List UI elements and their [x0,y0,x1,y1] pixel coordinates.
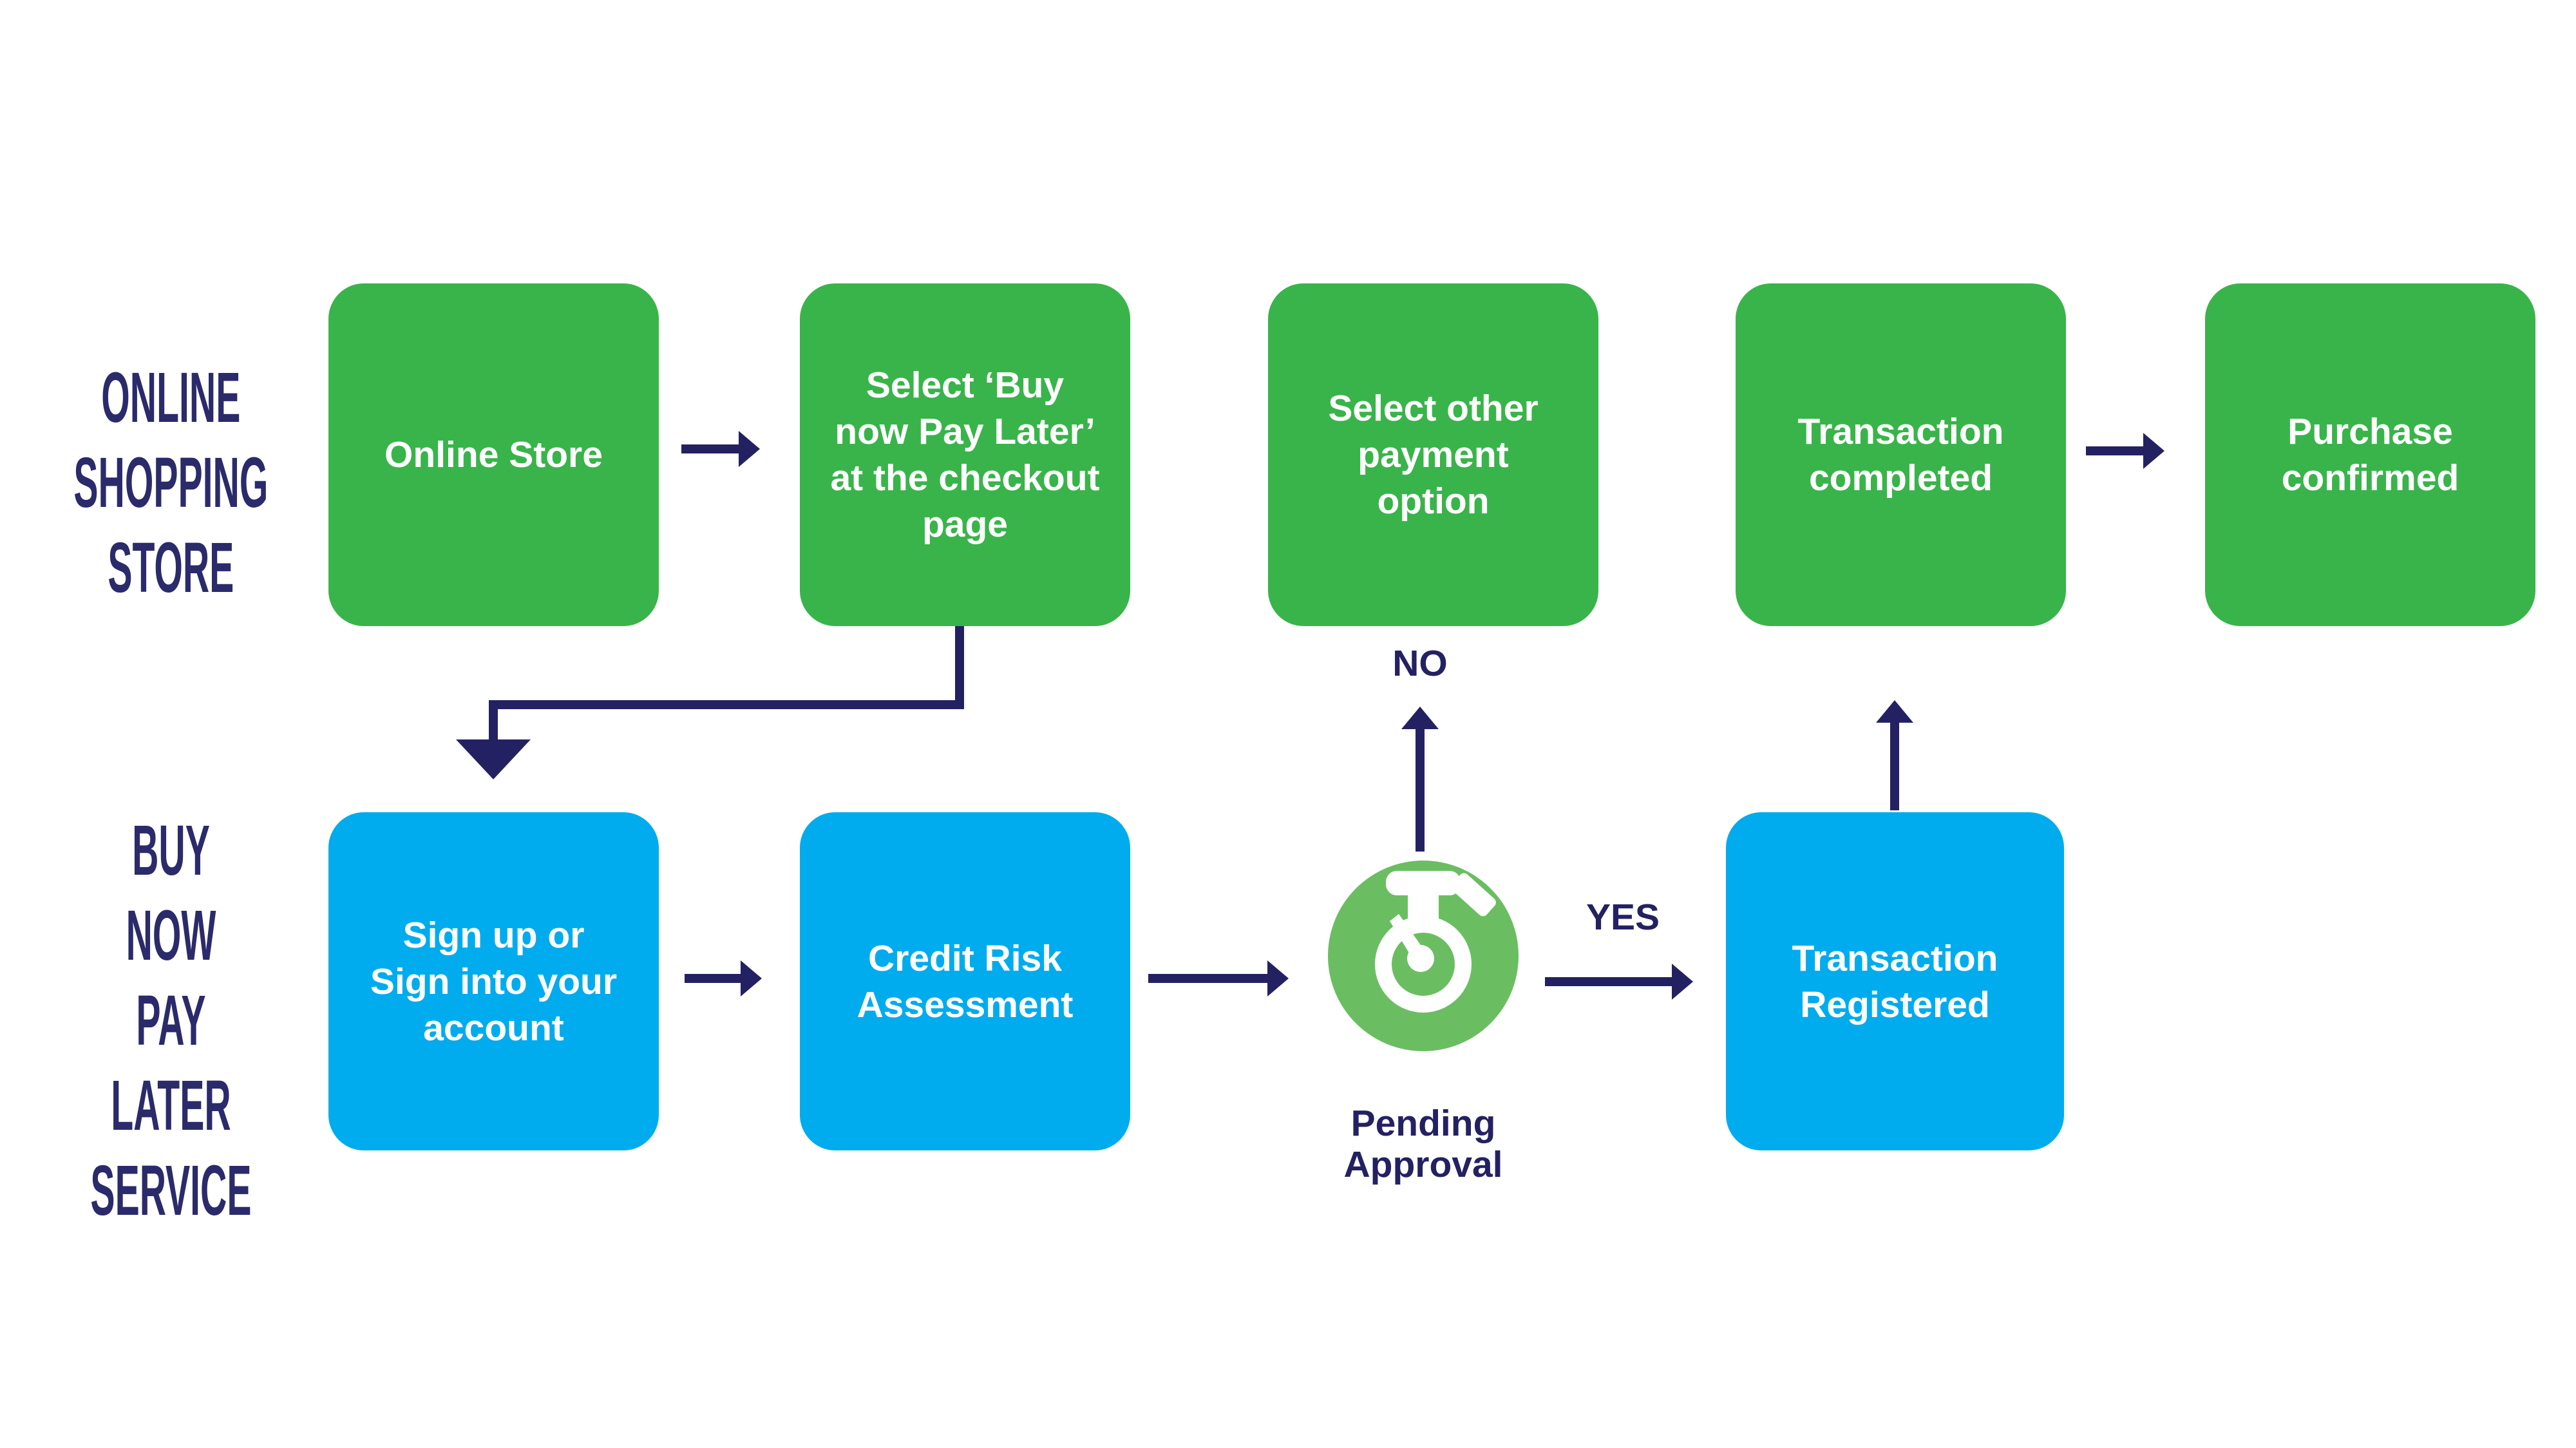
arrowhead [741,960,762,996]
node-select-buy-now-pay-later: Select ‘Buy now Pay Later’ at the checko… [800,283,1130,626]
node-purchase-confirmed: Purchase confirmed [2205,283,2535,626]
arrowhead [739,431,760,467]
arrowhead [1876,700,1913,723]
pending-approval-label: Pending Approval [1343,1103,1503,1185]
lane-label-text: BUY NOW PAY LATER SERVICE [90,811,252,1230]
node-credit-risk-assessment: Credit Risk Assessment [800,812,1130,1150]
decision-label-yes: YES [1586,897,1660,938]
elbow-connector-select-bnpl-to-sign-up [489,622,964,739]
arrowhead-large [456,739,531,779]
node-transaction-completed: Transaction completed [1736,283,2066,626]
decision-label-no: NO [1392,643,1448,684]
node-online-store: Online Store [328,283,659,626]
arrowhead [1267,960,1289,996]
arrowhead [2143,433,2164,469]
node-select-other-payment-option: Select other payment option [1268,283,1598,626]
node-sign-up-or-sign-in: Sign up or Sign into your account [328,812,659,1150]
node-transaction-registered: Transaction Registered [1726,812,2064,1150]
lane-label-online-shopping-store: ONLINE SHOPPING STORE [19,357,322,609]
arrowhead [1672,964,1693,1000]
arrowhead [1401,707,1439,729]
lane-label-buy-now-pay-later-service: BUY NOW PAY LATER SERVICE [19,811,322,1230]
stopwatch-icon [1328,861,1519,1051]
lane-label-text: ONLINE SHOPPING STORE [73,358,268,607]
